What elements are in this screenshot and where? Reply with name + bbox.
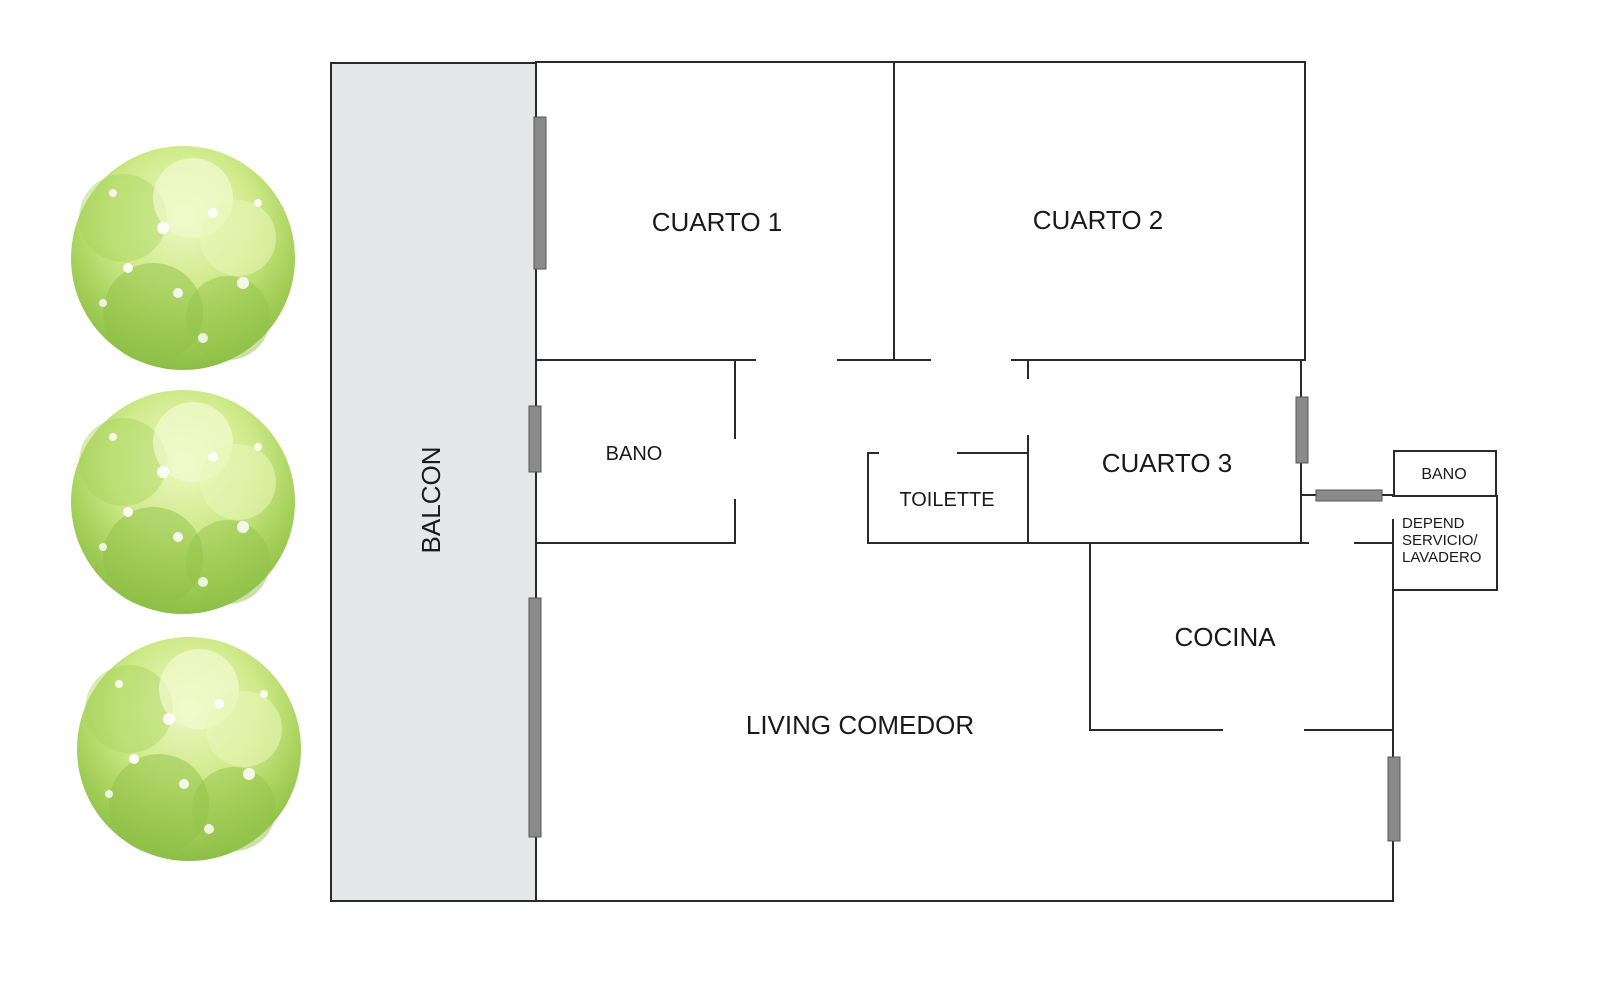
tree-icon bbox=[71, 390, 295, 614]
service-room-label-line-3: LAVADERO bbox=[1402, 549, 1481, 566]
bedroom-2-label: CUARTO 2 bbox=[1033, 205, 1164, 235]
tree-icon bbox=[77, 637, 301, 861]
service-room-label-line-1: DEPEND bbox=[1402, 515, 1465, 532]
bathroom-label: BANO bbox=[606, 443, 663, 465]
window bbox=[528, 597, 542, 838]
living-dining-label: LIVING COMEDOR bbox=[746, 710, 974, 740]
window bbox=[1295, 396, 1309, 464]
window bbox=[528, 405, 542, 473]
window bbox=[533, 116, 547, 270]
balcony-label: BALCON bbox=[416, 447, 446, 554]
service-room-label-line-2: SERVICIO/ bbox=[1402, 532, 1478, 549]
tree-icon bbox=[71, 146, 295, 370]
kitchen-label: COCINA bbox=[1174, 622, 1276, 652]
service-bathroom-label: BANO bbox=[1421, 466, 1466, 483]
window bbox=[1387, 756, 1401, 842]
window bbox=[1315, 489, 1383, 502]
bedroom-3-label: CUARTO 3 bbox=[1102, 448, 1233, 478]
toilette-label: TOILETTE bbox=[899, 489, 994, 511]
walls bbox=[535, 61, 1498, 902]
windows bbox=[528, 116, 1401, 842]
balcony-area bbox=[330, 62, 537, 902]
bedroom-1-label: CUARTO 1 bbox=[652, 207, 783, 237]
